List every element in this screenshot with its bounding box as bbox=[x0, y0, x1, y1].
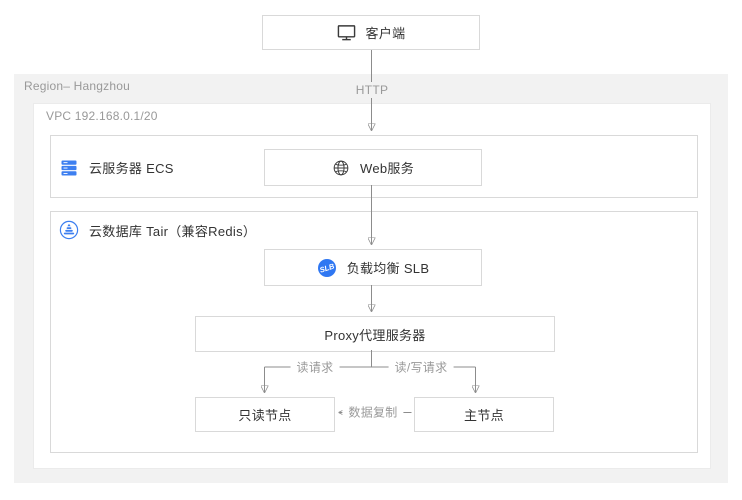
ecs-server-icon bbox=[59, 158, 79, 178]
proxy-label: Proxy代理服务器 bbox=[324, 327, 426, 343]
slb-icon: SLB bbox=[317, 258, 337, 278]
ecs-label: 云服务器 ECS bbox=[89, 161, 174, 176]
proxy-box: Proxy代理服务器 bbox=[195, 316, 555, 352]
edge-label-data-replication: 数据复制 bbox=[342, 402, 404, 422]
client-box: 客户端 bbox=[262, 15, 480, 50]
ecs-header: 云服务器 ECS bbox=[59, 136, 174, 199]
master-node-box: 主节点 bbox=[414, 397, 554, 432]
slb-label: 负载均衡 SLB bbox=[346, 261, 430, 276]
tair-header: 云数据库 Tair（兼容Redis） bbox=[59, 220, 256, 240]
readonly-node-box: 只读节点 bbox=[195, 397, 335, 432]
web-service-label: Web服务 bbox=[360, 161, 414, 176]
globe-icon bbox=[332, 159, 350, 177]
edge-label-read-write-request: 读/写请求 bbox=[388, 357, 454, 377]
tair-icon bbox=[59, 220, 79, 240]
region-container: Region– Hangzhou VPC 192.168.0.1/20 bbox=[14, 74, 728, 483]
web-service-box: Web服务 bbox=[264, 149, 482, 186]
vpc-label: VPC 192.168.0.1/20 bbox=[46, 109, 158, 123]
edge-label-http: HTTP bbox=[349, 82, 395, 98]
region-label: Region– Hangzhou bbox=[24, 79, 130, 93]
readonly-node-label: 只读节点 bbox=[238, 408, 292, 423]
monitor-icon bbox=[337, 23, 356, 42]
master-node-label: 主节点 bbox=[464, 408, 504, 423]
client-label: 客户端 bbox=[365, 26, 406, 41]
tair-label: 云数据库 Tair（兼容Redis） bbox=[89, 223, 257, 239]
edge-label-read-request: 读请求 bbox=[290, 357, 340, 377]
slb-box: SLB 负载均衡 SLB bbox=[264, 249, 482, 286]
ecs-container: 云服务器 ECS Web服务 bbox=[50, 135, 698, 198]
